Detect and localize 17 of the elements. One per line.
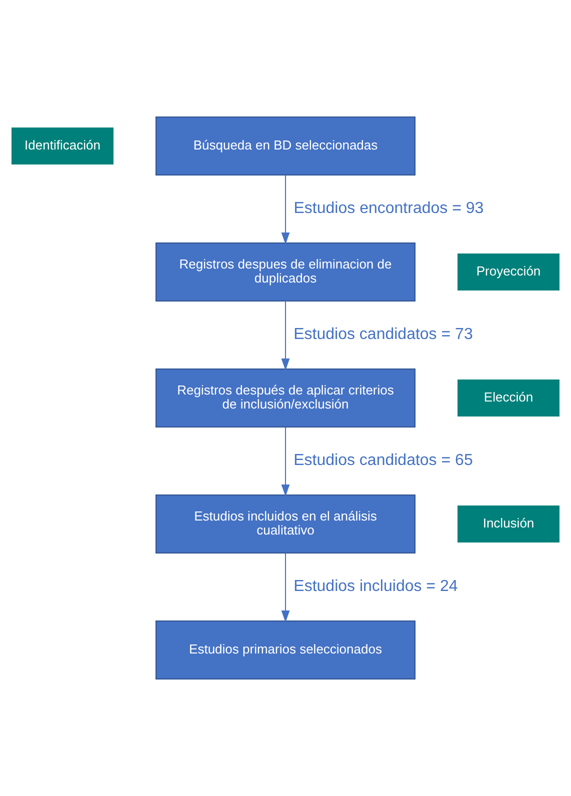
node-box: Elección bbox=[458, 380, 560, 416]
node-box: Proyección bbox=[458, 254, 560, 290]
arrow bbox=[281, 300, 290, 370]
node-box: Registros después de aplicar criterios de inclusión/exclusión bbox=[156, 368, 416, 428]
edge-label: Estudios encontrados = 93 bbox=[294, 200, 484, 217]
arrow bbox=[281, 552, 290, 622]
arrow bbox=[281, 426, 290, 496]
node-box: Búsqueda en BD seleccionadas bbox=[156, 116, 416, 176]
node-box: Identificación bbox=[12, 128, 114, 164]
edge-label: Estudios incluidos = 24 bbox=[294, 578, 458, 595]
node-box: Estudios primarios seleccionados bbox=[156, 620, 416, 680]
node-box: Inclusión bbox=[458, 506, 560, 542]
node-box: Registros despues de eliminacion de duplicados bbox=[156, 242, 416, 302]
node-box: Estudios incluidos en el análisis cualitativo bbox=[156, 494, 416, 554]
edge-label: Estudios candidatos = 73 bbox=[294, 326, 473, 343]
edge-label: Estudios candidatos = 65 bbox=[294, 452, 473, 469]
arrow bbox=[281, 174, 290, 244]
